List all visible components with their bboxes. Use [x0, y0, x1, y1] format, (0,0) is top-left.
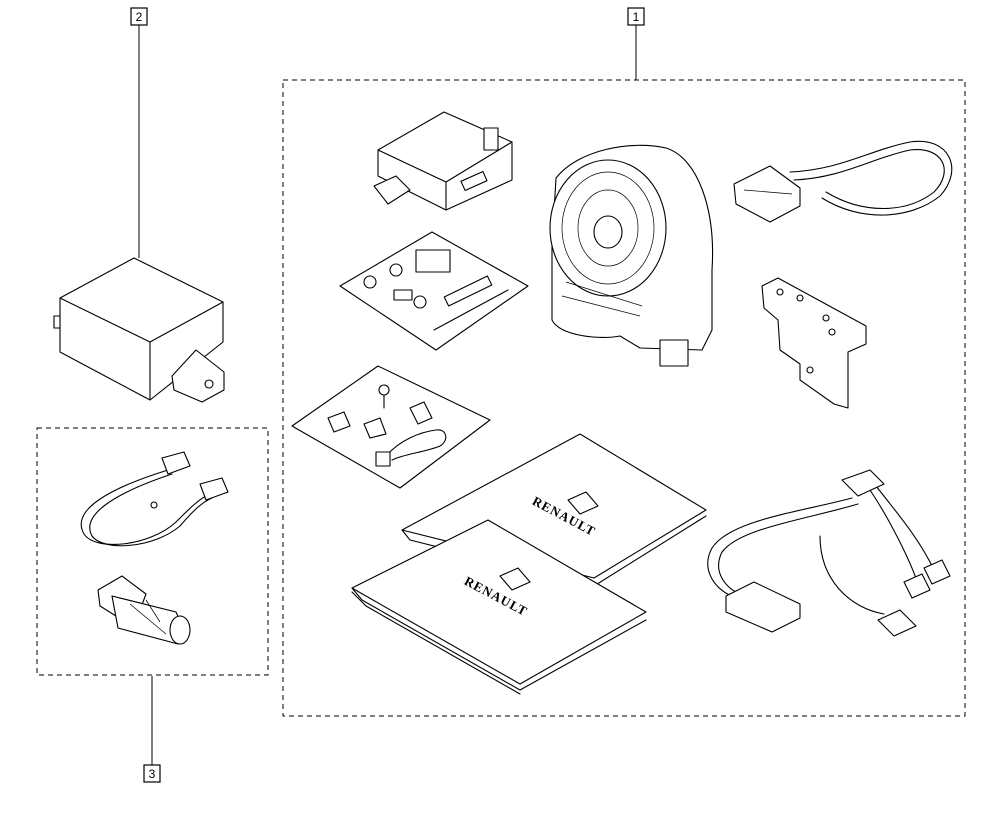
main-harness-wire-4 [875, 485, 935, 571]
bag-1-terminal-strip [443, 275, 493, 307]
siren-horn[interactable] [549, 144, 714, 367]
main-harness-connector-b [923, 559, 951, 585]
siren-bell-mid [561, 171, 655, 285]
mounting-hole [204, 379, 214, 389]
bag-2-outline [291, 365, 491, 489]
mounting-bracket[interactable] [761, 277, 867, 409]
bag-2-clip-2 [409, 401, 433, 425]
callout-3-label: 3 [149, 767, 156, 781]
box-side-plug [53, 315, 61, 329]
manual-front-cover [351, 519, 647, 685]
siren-bell-inner [577, 189, 639, 267]
harness-wire-a [80, 469, 211, 545]
contact-switch[interactable] [97, 575, 191, 645]
siren-center [593, 215, 623, 249]
lead-connector-pins [743, 189, 793, 195]
main-harness-wire-5 [819, 535, 885, 615]
callout-3[interactable]: 3 [143, 764, 161, 783]
lead-connector [733, 165, 801, 223]
unit-connector [460, 171, 488, 191]
bracket-hole-5 [806, 366, 814, 374]
manual-front-pages [351, 587, 647, 691]
switch-tip [169, 615, 191, 645]
alarm-control-unit[interactable] [373, 111, 513, 211]
bag-2-clip-1 [327, 411, 351, 433]
hardware-bag-connectors[interactable] [339, 231, 529, 351]
main-harness-connector-top [841, 469, 885, 497]
bracket-hole-2 [796, 294, 804, 302]
bag-2-wire-loop [385, 429, 447, 461]
lead-wire-a [789, 140, 953, 216]
siren-grill-1 [565, 281, 643, 307]
harness-connector-b [199, 477, 229, 501]
siren-plug [659, 339, 689, 367]
unit-top-plug [483, 127, 499, 151]
owners-manual-front[interactable]: RENAULT [351, 519, 647, 695]
bag-1-cap [413, 295, 427, 309]
bracket-plate [761, 277, 867, 409]
main-harness-connector-a [903, 573, 931, 599]
siren-grill-2 [561, 295, 641, 317]
callout-3-box [143, 764, 161, 783]
kit-group-frame [282, 79, 966, 717]
manual-front-logo [499, 567, 531, 591]
mounting-tab [171, 349, 225, 403]
harness-connector-a [161, 451, 191, 475]
bracket-hole-1 [776, 288, 784, 296]
sensor-kit-group-frame [36, 427, 269, 676]
lead-wire-b [793, 149, 945, 210]
bracket-hole-3 [822, 314, 830, 322]
callout-1[interactable]: 1 [627, 7, 645, 26]
bag-1-cable-tie [433, 289, 509, 331]
bag-2-screw-head [378, 384, 390, 396]
bag-1-connector [415, 249, 451, 273]
callout-2-label: 2 [136, 10, 143, 24]
bracket-hole-4 [828, 328, 836, 336]
manual-front-pages-2 [351, 591, 521, 695]
siren-control-box[interactable] [53, 257, 225, 403]
bag-1-clip [393, 289, 413, 301]
harness-wire-b [89, 473, 213, 547]
hardware-bag-fixings[interactable] [291, 365, 491, 489]
main-harness-connector-c [877, 609, 917, 637]
switch-rib-1 [129, 603, 167, 635]
wire-lead-connector[interactable] [733, 140, 953, 223]
bag-1-nut [363, 275, 377, 289]
callout-1-label: 1 [633, 10, 640, 24]
main-harness-wire-3 [869, 489, 919, 585]
main-harness-wire-2 [718, 503, 859, 595]
harness-clip [150, 501, 158, 509]
main-wiring-harness[interactable] [707, 469, 951, 637]
main-harness-connector-large [725, 581, 801, 633]
bag-2-terminal [375, 451, 391, 467]
callout-2[interactable]: 2 [130, 7, 148, 26]
sensor-wire-harness[interactable] [80, 451, 229, 547]
switch-rib-2 [145, 599, 161, 623]
bag-1-grommet [389, 263, 403, 277]
unit-bracket [373, 175, 411, 205]
unit-body [377, 111, 513, 211]
bag-2-clip-3 [363, 417, 387, 439]
bag-1-outline [339, 231, 529, 351]
manual-back-logo [567, 491, 599, 515]
main-harness-wire-1 [707, 497, 853, 597]
